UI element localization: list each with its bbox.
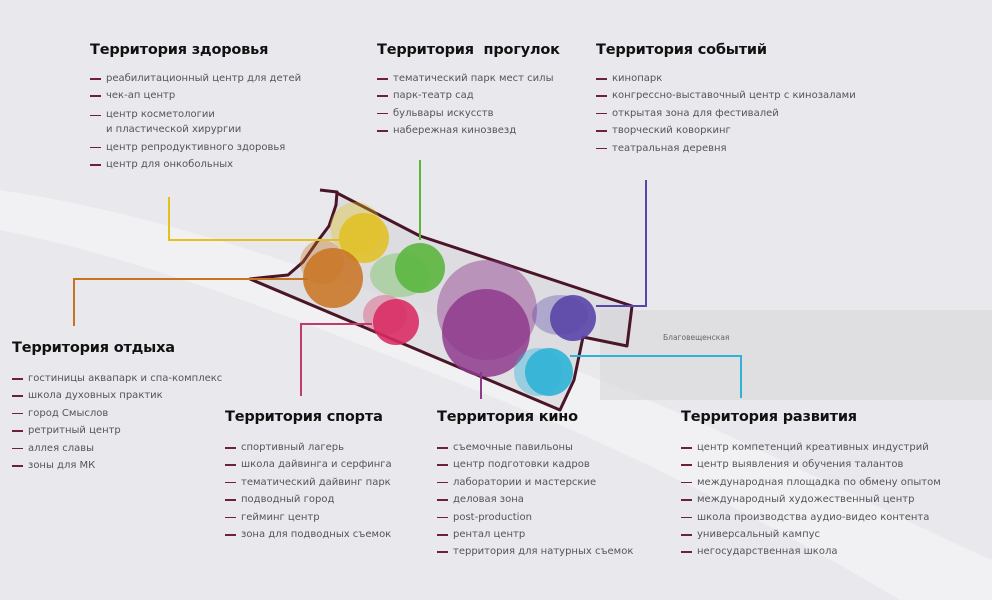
list-item: ретритный центр (12, 422, 222, 439)
cinema-zone (442, 289, 530, 377)
list-item: реабилитационный центр для детей (90, 70, 301, 87)
list-item: территория для натурных съемок (437, 543, 633, 560)
list-item: международный художественный центр (681, 491, 941, 508)
list-item: открытая зона для фестивалей (596, 105, 856, 122)
list-item: универсальный кампус (681, 526, 941, 543)
list-item: центр компетенций креативных индустрий (681, 439, 941, 456)
list-item: город Смыслов (12, 405, 222, 422)
list-item: кинопарк (596, 70, 856, 87)
zone-blobs (300, 202, 596, 396)
list-item: тематический дайвинг парк (225, 474, 392, 491)
health-connector (168, 197, 340, 241)
walks-zone (395, 243, 445, 293)
list-item: центр подготовки кадров (437, 456, 633, 473)
list-item: зоны для МК (12, 457, 222, 474)
list-item: школа духовных практик (12, 387, 222, 404)
sport-zone (373, 299, 419, 345)
list-item: деловая зона (437, 491, 633, 508)
list-item: бульвары искусств (377, 105, 560, 122)
list-item: лаборатории и мастерские (437, 474, 633, 491)
zone-sport: Территория спорта спортивный лагерь школ… (225, 409, 392, 543)
zone-title: Территория отдыха (12, 340, 175, 356)
list-item: съемочные павильоны (437, 439, 633, 456)
zone-events: Территория событий кинопарк конгрессно-в… (596, 42, 856, 157)
list-item: аллея славы (12, 440, 222, 457)
development-zone (525, 348, 573, 396)
zone-development: Территория развития центр компетенций кр… (681, 409, 941, 561)
zone-title: Территория развития (681, 409, 857, 425)
list-item: тематический парк мест силы (377, 70, 560, 87)
events-connector (596, 180, 647, 307)
list-item: спортивный лагерь (225, 439, 392, 456)
rest-connector (73, 278, 308, 326)
list-item: центр выявления и обучения талантов (681, 456, 941, 473)
list-item: подводный город (225, 491, 392, 508)
list-item: гейминг центр (225, 509, 392, 526)
zone-title: Территория кино (437, 409, 578, 425)
zone-title: Территория спорта (225, 409, 383, 425)
list-item: гостиницы аквапарк и спа-комплекс (12, 370, 222, 387)
list-item: школа дайвинга и серфинга (225, 456, 392, 473)
list-item: набережная кинозвезд (377, 122, 560, 139)
connector-lines (73, 160, 742, 399)
events-zone (550, 295, 596, 341)
list-item: парк-театр сад (377, 87, 560, 104)
list-item: творческий коворкинг (596, 122, 856, 139)
list-item: театральная деревня (596, 140, 856, 157)
zone-walks: Территория прогулок тематический парк ме… (377, 42, 560, 140)
list-item: школа производства аудио-видео контента (681, 509, 941, 526)
road-band (0, 190, 992, 600)
list-item: post-production (437, 509, 633, 526)
list-item: конгрессно-выставочный центр с кинозалам… (596, 87, 856, 104)
list-item: негосударственная школа (681, 543, 941, 560)
zone-title: Территория прогулок (377, 42, 560, 58)
zone-title: Территория событий (596, 42, 767, 58)
list-item: международная площадка по обмену опытом (681, 474, 941, 491)
development-connector (570, 355, 742, 398)
zone-health: Территория здоровья реабилитационный цен… (90, 42, 301, 174)
list-item: центр косметологии и пластической хирург… (90, 107, 301, 137)
sport-connector (300, 323, 372, 396)
list-item: центр репродуктивного здоровья (90, 139, 301, 156)
rest-zone (303, 248, 363, 308)
list-item: рентал центр (437, 526, 633, 543)
list-item: чек-ап центр (90, 87, 301, 104)
street-label: Благовещенская (663, 333, 730, 342)
zone-title: Территория здоровья (90, 42, 269, 58)
zone-cinema: Территория кино съемочные павильоны цент… (437, 409, 633, 561)
list-item: зона для подводных съемок (225, 526, 392, 543)
health-zone (339, 213, 389, 263)
list-item: центр для онкобольных (90, 156, 301, 173)
zone-rest: Территория отдыха гостиницы аквапарк и с… (12, 340, 222, 474)
